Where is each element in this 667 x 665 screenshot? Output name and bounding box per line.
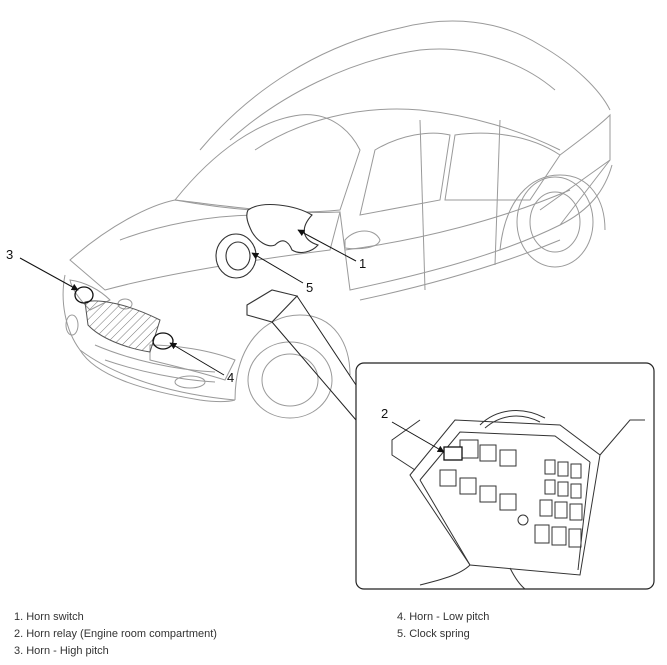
horn-switch-part (246, 204, 319, 254)
callout-4: 4 (227, 370, 234, 385)
legend-item-horn-relay: 2. Horn relay (Engine room compartment) (14, 628, 217, 640)
legend-item-clock-spring: 5. Clock spring (397, 628, 470, 640)
horn-high-pitch-part (74, 286, 94, 304)
clock-spring-part (215, 233, 257, 279)
callout-1: 1 (359, 256, 366, 271)
callout-2: 2 (381, 406, 388, 421)
callout-3: 3 (6, 247, 13, 262)
leader-3 (19, 257, 79, 291)
fuse-box-detail-inset (271, 295, 655, 590)
leader-4 (169, 342, 225, 376)
car-illustration (62, 20, 613, 419)
legend-item-horn-low-pitch: 4. Horn - Low pitch (397, 611, 490, 623)
leader-1 (297, 229, 357, 262)
callout-5: 5 (306, 280, 313, 295)
legend-item-horn-high-pitch: 3. Horn - High pitch (14, 645, 109, 657)
leader-5 (251, 252, 304, 284)
horn-relay-box (246, 289, 299, 323)
legend-right-column: 4. Horn - Low pitch 5. Clock spring (397, 609, 489, 643)
leader-2 (391, 421, 445, 453)
legend-left-column: 1. Horn switch 2. Horn relay (Engine roo… (14, 609, 217, 660)
horn-low-pitch-part (152, 332, 174, 350)
front-grille (84, 300, 161, 353)
horn-components-diagram: 1 5 3 4 2 (6, 20, 655, 590)
horn-relay-highlight (443, 446, 463, 461)
legend-item-horn-switch: 1. Horn switch (14, 611, 84, 623)
